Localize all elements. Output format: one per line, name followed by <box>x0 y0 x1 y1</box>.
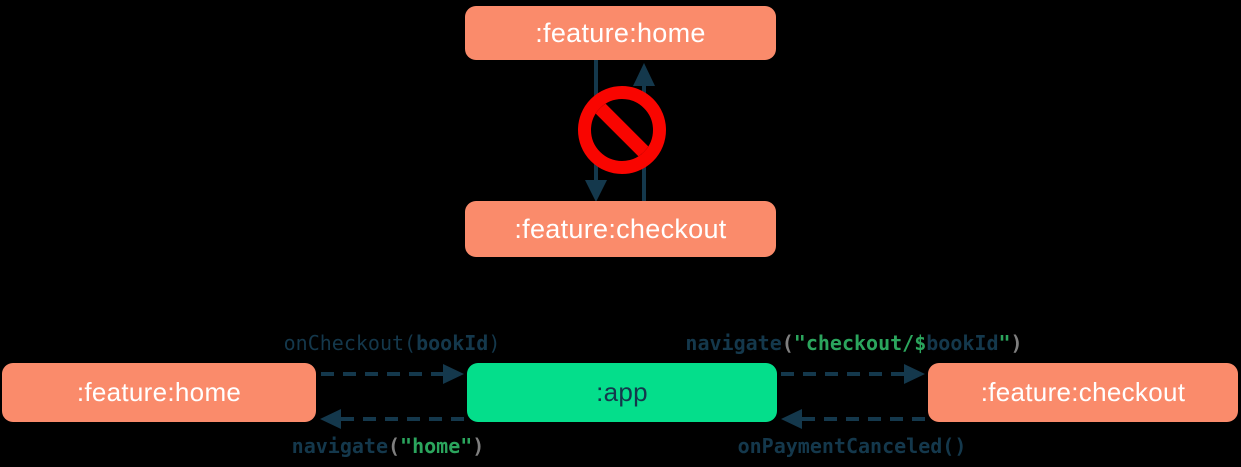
arrow-home-to-app <box>321 364 464 384</box>
no-entry-icon <box>578 86 666 174</box>
arrowhead-right-icon <box>443 364 464 384</box>
arrow-app-to-checkout <box>781 364 925 384</box>
code-label-navigate-home: navigate("home") <box>292 434 485 458</box>
fn-name: onCheckout( <box>283 331 417 355</box>
arrowhead-left-icon <box>320 409 341 429</box>
code-label-on-payment-canceled: onPaymentCanceled() <box>738 434 967 458</box>
module-box-feature-checkout-top: :feature:checkout <box>465 201 776 257</box>
arrow-app-to-home <box>320 409 464 429</box>
arrowhead-left-icon <box>781 409 802 429</box>
fn-close: ) <box>472 434 485 458</box>
fn-close: ) <box>1010 331 1023 355</box>
arrowhead-up-icon <box>633 63 655 86</box>
fn-string-end: " <box>998 331 1011 355</box>
fn-name: onPaymentCanceled <box>737 434 943 458</box>
arrow-checkout-to-app <box>781 409 925 429</box>
module-box-app: :app <box>467 363 777 422</box>
module-box-feature-checkout: :feature:checkout <box>928 363 1238 422</box>
fn-name: navigate <box>685 331 782 355</box>
fn-arg: bookId <box>416 331 489 355</box>
fn-string: "home" <box>400 434 473 458</box>
fn-close: ) <box>488 331 501 355</box>
fn-parens: () <box>942 434 967 458</box>
code-label-navigate-checkout: navigate("checkout/$bookId") <box>685 331 1022 355</box>
arrowhead-down-icon <box>585 180 607 202</box>
module-box-feature-home: :feature:home <box>2 363 316 422</box>
fn-open: ( <box>781 331 794 355</box>
fn-name: navigate <box>291 434 388 458</box>
fn-open: ( <box>387 434 401 458</box>
arrowhead-right-icon <box>904 364 925 384</box>
fn-string-start: "checkout/$ <box>793 331 927 355</box>
code-label-on-checkout: onCheckout(bookId) <box>284 331 501 355</box>
module-box-feature-home-top: :feature:home <box>465 6 776 60</box>
no-entry-slash <box>593 101 651 159</box>
fn-template-var: bookId <box>926 331 999 355</box>
